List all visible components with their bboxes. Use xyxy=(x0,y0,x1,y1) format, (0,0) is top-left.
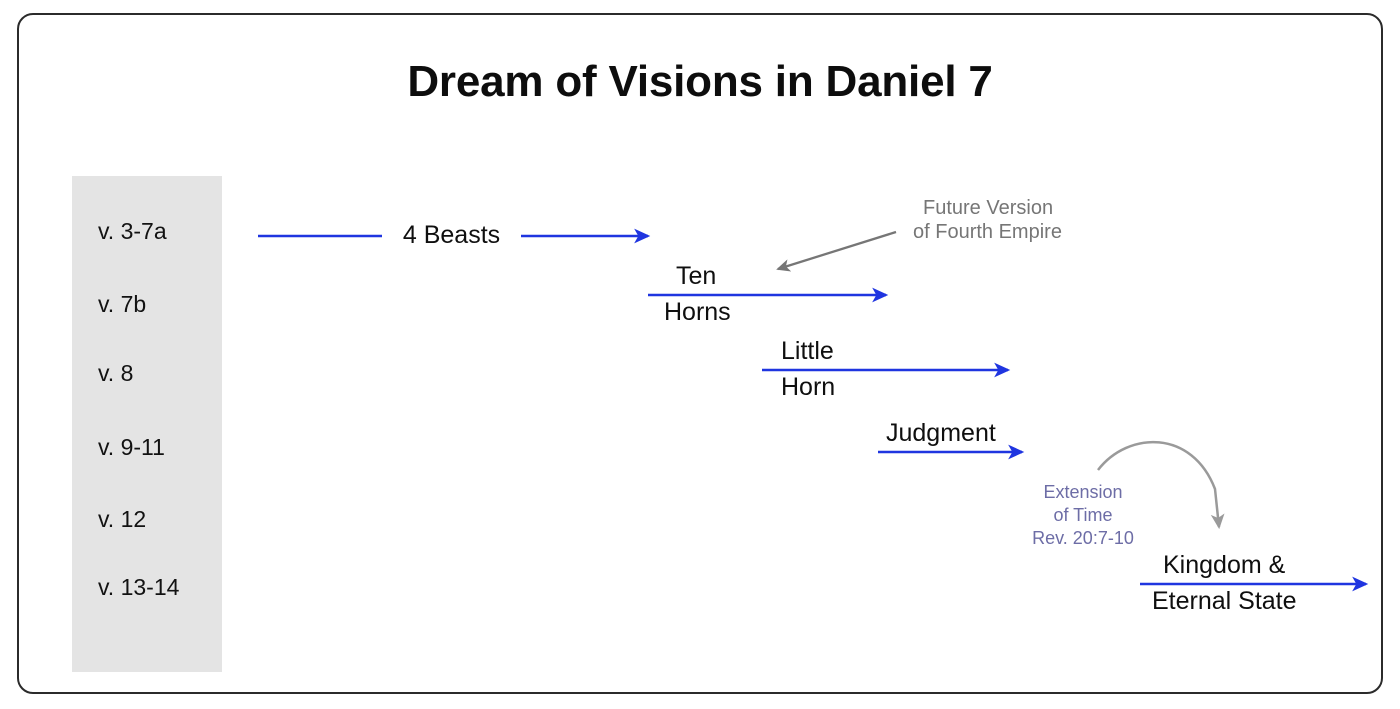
page-title: Dream of Visions in Daniel 7 xyxy=(407,57,993,106)
flow-label-kingdom: Kingdom & xyxy=(1163,551,1286,579)
flow-label-eternal-state: Eternal State xyxy=(1152,587,1297,615)
annotation-future-version-line1: Future Version xyxy=(923,197,1054,219)
flow-label-little: Little xyxy=(781,337,834,365)
verse-label-6: v. 13-14 xyxy=(98,574,180,600)
annotation-extension-line2: of Time xyxy=(1053,505,1113,525)
verse-reference-panel xyxy=(72,176,222,672)
verse-label-3: v. 8 xyxy=(98,360,134,386)
flow-label-judgment: Judgment xyxy=(886,419,996,447)
flow-label-horns: Horns xyxy=(664,298,731,326)
annotation-extension-line3: Rev. 20:7-10 xyxy=(1032,528,1134,548)
annotation-future-version-line2: of Fourth Empire xyxy=(913,221,1062,243)
slide-card-border xyxy=(17,13,1383,694)
verse-label-1: v. 3-7a xyxy=(98,218,167,244)
flow-label-4-beasts: 4 Beasts xyxy=(402,221,501,249)
verse-label-4: v. 9-11 xyxy=(98,434,165,460)
flow-label-ten: Ten xyxy=(676,262,717,290)
flow-label-horn: Horn xyxy=(781,373,836,401)
annotation-extension-line1: Extension xyxy=(1043,482,1123,502)
verse-label-2: v. 7b xyxy=(98,291,147,317)
verse-label-5: v. 12 xyxy=(98,506,147,532)
